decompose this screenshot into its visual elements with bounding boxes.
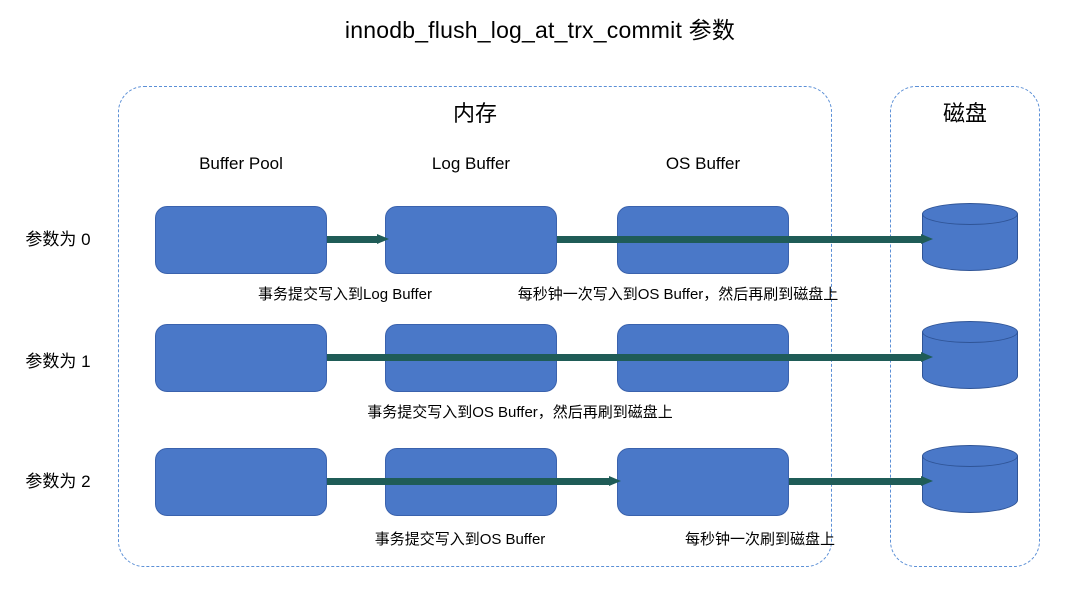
column-header-log-buffer: Log Buffer xyxy=(431,154,511,173)
arrow-row-0-pool-to-logbuffer xyxy=(327,234,389,244)
disk-cylinder-row-0 xyxy=(922,203,1018,271)
memory-zone xyxy=(118,86,832,567)
diagram-title: innodb_flush_log_at_trx_commit 参数 xyxy=(344,17,736,43)
caption-row-2-left: 事务提交写入到OS Buffer xyxy=(374,531,546,548)
box-buffer-pool-row-1 xyxy=(155,324,327,392)
caption-row-0-right: 每秒钟一次写入到OS Buffer，然后再刷到磁盘上 xyxy=(517,286,839,303)
disk-zone xyxy=(890,86,1040,567)
disk-zone-label: 磁盘 xyxy=(942,101,987,126)
caption-row-2-right: 每秒钟一次刷到磁盘上 xyxy=(684,531,835,548)
box-buffer-pool-row-0 xyxy=(155,206,327,274)
box-log-buffer-row-0 xyxy=(385,206,557,274)
cylinder-top-icon xyxy=(922,203,1018,225)
memory-zone-label: 内存 xyxy=(452,101,497,126)
box-buffer-pool-row-2 xyxy=(155,448,327,516)
disk-cylinder-row-1 xyxy=(922,321,1018,389)
disk-cylinder-row-2 xyxy=(922,445,1018,513)
caption-row-1-main: 事务提交写入到OS Buffer，然后再刷到磁盘上 xyxy=(367,404,673,421)
column-header-os-buffer: OS Buffer xyxy=(665,154,741,173)
arrow-row-1-pool-to-disk xyxy=(327,352,933,362)
row-label-param-0: 参数为 0 xyxy=(25,230,91,249)
column-header-buffer-pool: Buffer Pool xyxy=(199,154,283,173)
row-label-param-1: 参数为 1 xyxy=(25,352,91,371)
box-os-buffer-row-2 xyxy=(617,448,789,516)
arrow-row-2-osbuffer-to-disk xyxy=(789,476,933,486)
arrow-row-0-logbuffer-to-disk xyxy=(557,234,933,244)
cylinder-top-icon xyxy=(922,445,1018,467)
caption-row-0-left: 事务提交写入到Log Buffer xyxy=(258,286,432,303)
arrow-row-2-pool-to-osbuffer xyxy=(327,476,621,486)
cylinder-top-icon xyxy=(922,321,1018,343)
row-label-param-2: 参数为 2 xyxy=(25,472,91,491)
